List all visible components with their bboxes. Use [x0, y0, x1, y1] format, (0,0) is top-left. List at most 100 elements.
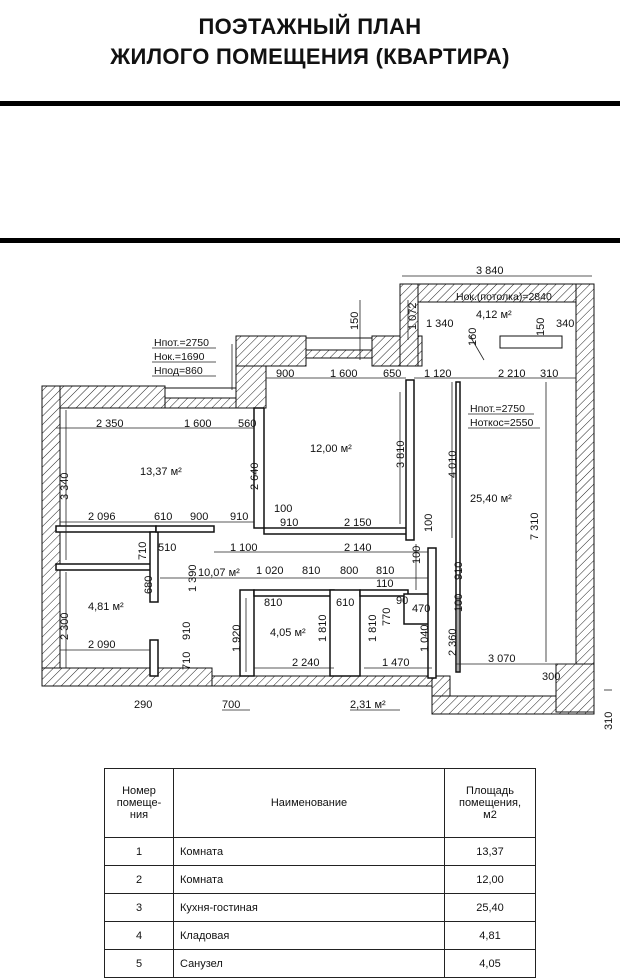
dim-150a: 150 — [349, 312, 361, 330]
dim-560: 560 — [238, 418, 256, 430]
dim-7310: 7 310 — [529, 512, 541, 540]
dim-2140: 2 140 — [344, 542, 372, 554]
row-area: 4,81 — [444, 921, 536, 950]
dim-810b: 810 — [376, 565, 394, 577]
dim-90: 90 — [396, 595, 408, 607]
height-ceiling-left: Hпот.=2750 — [154, 337, 209, 349]
dim-2360: 2 360 — [447, 628, 459, 656]
dim-680: 680 — [143, 576, 155, 594]
divider-top — [0, 101, 620, 106]
table-row: 2 Комната 12,00 — [104, 865, 536, 894]
dim-1600a: 1 600 — [330, 368, 358, 380]
area-wc: 2,31 м² — [350, 699, 386, 711]
room-area-labels: 13,37 м² 12,00 м² 25,40 м² 4,81 м² 4,05 … — [88, 309, 512, 711]
table-row: 4 Кладовая 4,81 — [104, 921, 536, 950]
dim-700: 700 — [222, 699, 240, 711]
dim-770: 770 — [381, 608, 393, 626]
area-room3: 25,40 м² — [470, 493, 512, 505]
dim-2090: 2 090 — [88, 639, 116, 651]
dim-470: 470 — [412, 603, 430, 615]
dim-3070: 3 070 — [488, 653, 516, 665]
dim-310b: 310 — [603, 712, 615, 730]
room-schedule-table: Номер помеще-ния Наименование Площадь по… — [104, 768, 536, 978]
dim-310a: 310 — [540, 368, 558, 380]
row-name: Кладовая — [173, 921, 445, 950]
dim-1470: 1 470 — [382, 657, 410, 669]
table-row: 1 Комната 13,37 — [104, 837, 536, 866]
dimension-texts: 3 840 1 340 340 900 1 600 650 1 120 2 21… — [88, 265, 574, 711]
row-area: 25,40 — [444, 893, 536, 922]
area-hall: 10,07 м² — [198, 567, 240, 579]
row-number: 3 — [104, 893, 174, 922]
dim-1020: 1 020 — [256, 565, 284, 577]
dim-610b: 610 — [336, 597, 354, 609]
inner-walls — [55, 379, 461, 679]
dim-4010: 4 010 — [447, 450, 459, 478]
row-number: 4 — [104, 921, 174, 950]
dim-800: 800 — [340, 565, 358, 577]
dim-1390: 1 390 — [187, 564, 199, 592]
dim-100a: 100 — [274, 503, 292, 515]
dim-510: 510 — [158, 542, 176, 554]
row-area: 13,37 — [444, 837, 536, 866]
dim-1100: 1 100 — [230, 542, 258, 554]
table-row: 5 Санузел 4,05 — [104, 949, 536, 978]
row-number: 5 — [104, 949, 174, 978]
dim-2210: 2 210 — [498, 368, 526, 380]
dim-340: 340 — [556, 318, 574, 330]
dim-1340: 1 340 — [426, 318, 454, 330]
row-name: Санузел — [173, 949, 445, 978]
height-slope-kitchen: Hоткос=2550 — [470, 417, 533, 429]
table-header-row: Номер помеще-ния Наименование Площадь по… — [104, 768, 536, 838]
header-room-area: Площадь помещения, м2 — [444, 768, 536, 838]
dim-650: 650 — [383, 368, 401, 380]
dim-910a: 910 — [230, 511, 248, 523]
table-row: 3 Кухня-гостиная 25,40 — [104, 893, 536, 922]
row-number: 2 — [104, 865, 174, 894]
dim-2150: 2 150 — [344, 517, 372, 529]
dim-1120: 1 120 — [424, 368, 452, 380]
area-room5: 4,05 м² — [270, 627, 306, 639]
height-notes: Hпот.=2750 Hок.=1690 Hпод=860 Hок.(потол… — [154, 291, 552, 429]
dimension-lines — [56, 275, 612, 711]
dim-2350: 2 350 — [96, 418, 124, 430]
dim-900b: 900 — [190, 511, 208, 523]
dim-100d: 100 — [453, 594, 465, 612]
area-room2: 12,00 м² — [310, 443, 352, 455]
dim-1072: 1 072 — [407, 302, 419, 330]
height-balcony: Hок.(потолка)=2840 — [456, 291, 552, 303]
row-name: Кухня-гостиная — [173, 893, 445, 922]
dim-3340: 3 340 — [59, 472, 71, 500]
header-room-number: Номер помеще-ния — [104, 768, 174, 838]
divider-bottom — [0, 238, 620, 243]
dim-100c: 100 — [411, 546, 423, 564]
page-title-line2: ЖИЛОГО ПОМЕЩЕНИЯ (КВАРТИРА) — [110, 44, 510, 69]
area-room1: 13,37 м² — [140, 466, 182, 478]
dim-160: 160 — [467, 328, 479, 346]
height-ceiling-kitchen: Hпот.=2750 — [470, 403, 525, 415]
dim-710b: 710 — [181, 652, 193, 670]
dim-1810b: 1 810 — [367, 614, 379, 642]
row-number: 1 — [104, 837, 174, 866]
windows — [164, 335, 563, 399]
height-sill-left: Hпод=860 — [154, 365, 203, 377]
dim-1040: 1 040 — [419, 624, 431, 652]
dim-3810: 3 810 — [395, 440, 407, 468]
dim-290: 290 — [134, 699, 152, 711]
dim-2240: 2 240 — [292, 657, 320, 669]
dim-2640: 2 640 — [249, 462, 261, 490]
page-title-line1: ПОЭТАЖНЫЙ ПЛАН — [198, 14, 422, 39]
dim-810c: 810 — [264, 597, 282, 609]
dim-100b: 100 — [423, 514, 435, 532]
dim-810a: 810 — [302, 565, 320, 577]
header-room-name: Наименование — [173, 768, 445, 838]
row-name: Комната — [173, 837, 445, 866]
height-note-lines — [152, 347, 540, 429]
dim-1810a: 1 810 — [317, 614, 329, 642]
dim-2300: 2 300 — [59, 612, 71, 640]
area-room4: 4,81 м² — [88, 601, 124, 613]
dim-150b: 150 — [535, 318, 547, 336]
dim-300: 300 — [542, 671, 560, 683]
dim-1920: 1 920 — [231, 624, 243, 652]
